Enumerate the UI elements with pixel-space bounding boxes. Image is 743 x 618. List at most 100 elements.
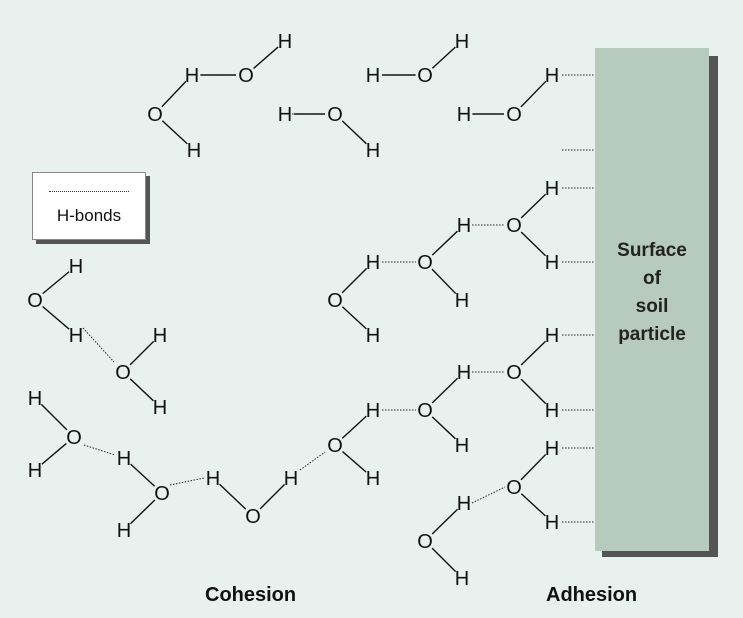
covalent-bond	[42, 305, 70, 330]
hydrogen-atom: H	[545, 400, 559, 422]
hydrogen-atom: H	[545, 178, 559, 200]
oxygen-atom: O	[147, 104, 163, 126]
covalent-bond	[520, 80, 547, 108]
oxygen-atom: O	[115, 362, 131, 384]
covalent-bond	[341, 267, 368, 294]
covalent-bond	[520, 340, 547, 366]
hydrogen-bond	[471, 486, 506, 504]
covalent-bond	[342, 451, 367, 473]
surface-label: Surface of soil particle	[595, 237, 709, 349]
covalent-bond	[129, 378, 154, 402]
hydrogen-atom: H	[28, 388, 42, 410]
hydrogen-atom: H	[457, 104, 471, 126]
hydrogen-atom: H	[455, 435, 469, 457]
covalent-bond	[42, 271, 70, 295]
oxygen-atom: O	[154, 483, 170, 505]
adhesion-caption: Adhesion	[546, 584, 638, 606]
oxygen-atom: O	[506, 362, 522, 384]
hydrogen-atom: H	[457, 493, 471, 515]
oxygen-atom: O	[327, 435, 343, 457]
hydrogen-atom: H	[153, 325, 167, 347]
hydrogen-atom: H	[457, 362, 471, 384]
oxygen-atom: O	[506, 215, 522, 237]
hydrogen-atom: H	[366, 468, 380, 490]
covalent-bond	[259, 483, 286, 510]
hydrogen-atom: H	[117, 520, 131, 542]
covalent-bond	[431, 46, 456, 69]
covalent-bond	[341, 415, 367, 439]
hydrogen-atom: H	[28, 460, 42, 482]
hydrogen-atom: H	[545, 325, 559, 347]
hydrogen-atom: H	[185, 65, 199, 87]
oxygen-atom: O	[417, 531, 433, 553]
hydrogen-atom: H	[545, 512, 559, 534]
hydrogen-atom: H	[278, 104, 292, 126]
oxygen-atom: O	[66, 427, 82, 449]
covalent-bond	[161, 81, 187, 108]
oxygen-atom: O	[417, 252, 433, 274]
hydrogen-atom: H	[366, 140, 380, 162]
covalent-bond	[431, 508, 459, 535]
covalent-bond	[129, 499, 156, 525]
hydrogen-atom: H	[545, 438, 559, 460]
legend-label: H-bonds	[56, 206, 122, 225]
hydrogen-bond	[82, 327, 115, 363]
hydrogen-atom: H	[69, 256, 83, 278]
hydrogen-atom: H	[366, 325, 380, 347]
oxygen-atom: O	[327, 290, 343, 312]
covalent-bond	[431, 268, 457, 295]
covalent-bond	[253, 46, 279, 69]
hydrogen-atom: H	[117, 448, 131, 470]
surface-label-line: soil	[635, 296, 669, 317]
hydrogen-atom: H	[455, 290, 469, 312]
covalent-bond	[41, 442, 67, 465]
covalent-bond	[431, 230, 458, 256]
hydrogen-bond	[169, 477, 205, 486]
hydrogen-bond	[83, 444, 116, 456]
covalent-bond	[520, 453, 547, 481]
oxygen-atom: O	[238, 65, 254, 87]
hydrogen-atom: H	[366, 65, 380, 87]
oxygen-atom: O	[245, 506, 261, 528]
covalent-bond	[161, 120, 188, 145]
legend-box: H-bonds	[32, 172, 146, 240]
hydrogen-bond	[299, 451, 326, 471]
covalent-bond	[431, 547, 457, 573]
covalent-bond	[520, 378, 547, 405]
hydrogen-atom: H	[69, 325, 83, 347]
hydrogen-atom: H	[206, 468, 220, 490]
surface-label-line: Surface	[617, 240, 687, 261]
oxygen-atom: O	[27, 290, 43, 312]
covalent-bond	[520, 493, 546, 517]
covalent-bond	[341, 306, 367, 330]
hydrogen-atom: H	[187, 140, 201, 162]
covalent-bond	[431, 377, 459, 404]
hydrogen-atom: H	[278, 31, 292, 53]
hydrogen-atom: H	[153, 397, 167, 419]
hydrogen-atom: H	[457, 215, 471, 237]
surface-label-line: of	[643, 268, 661, 289]
covalent-bond	[130, 463, 156, 487]
oxygen-atom: O	[327, 104, 343, 126]
oxygen-atom: O	[506, 104, 522, 126]
oxygen-atom: O	[506, 477, 522, 499]
covalent-bond	[40, 403, 68, 431]
covalent-bond	[520, 193, 547, 219]
hbond-legend-line	[49, 191, 129, 192]
covalent-bond	[520, 231, 547, 257]
cohesion-caption: Cohesion	[205, 584, 297, 606]
hydrogen-atom: H	[284, 468, 298, 490]
covalent-bond	[129, 340, 155, 366]
hydrogen-atom: H	[545, 65, 559, 87]
soil-particle-surface	[595, 48, 709, 551]
hydrogen-atom: H	[366, 252, 380, 274]
hydrogen-atom: H	[455, 568, 469, 590]
covalent-bond	[219, 483, 247, 510]
surface-label-line: particle	[618, 324, 686, 345]
oxygen-atom: O	[417, 65, 433, 87]
hydrogen-atom: H	[366, 400, 380, 422]
hydrogen-atom: H	[455, 31, 469, 53]
covalent-bond	[431, 416, 456, 440]
